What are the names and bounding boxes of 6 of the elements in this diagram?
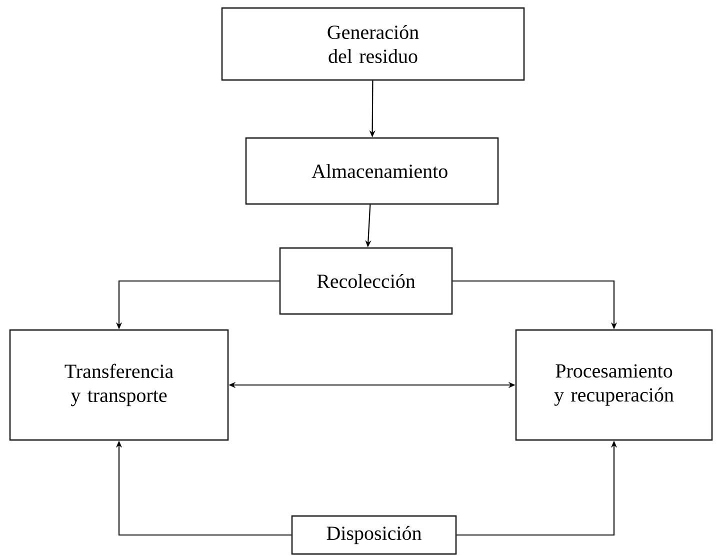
process-box: Transferencia y transporte — [9, 329, 229, 441]
process-box: Almacenamiento — [245, 137, 499, 205]
process-box: Disposición — [291, 515, 457, 555]
process-box: Procesamiento y recuperación — [515, 329, 713, 441]
process-box: Generación del residuo — [221, 7, 525, 81]
process-box: Recolección — [279, 247, 453, 315]
